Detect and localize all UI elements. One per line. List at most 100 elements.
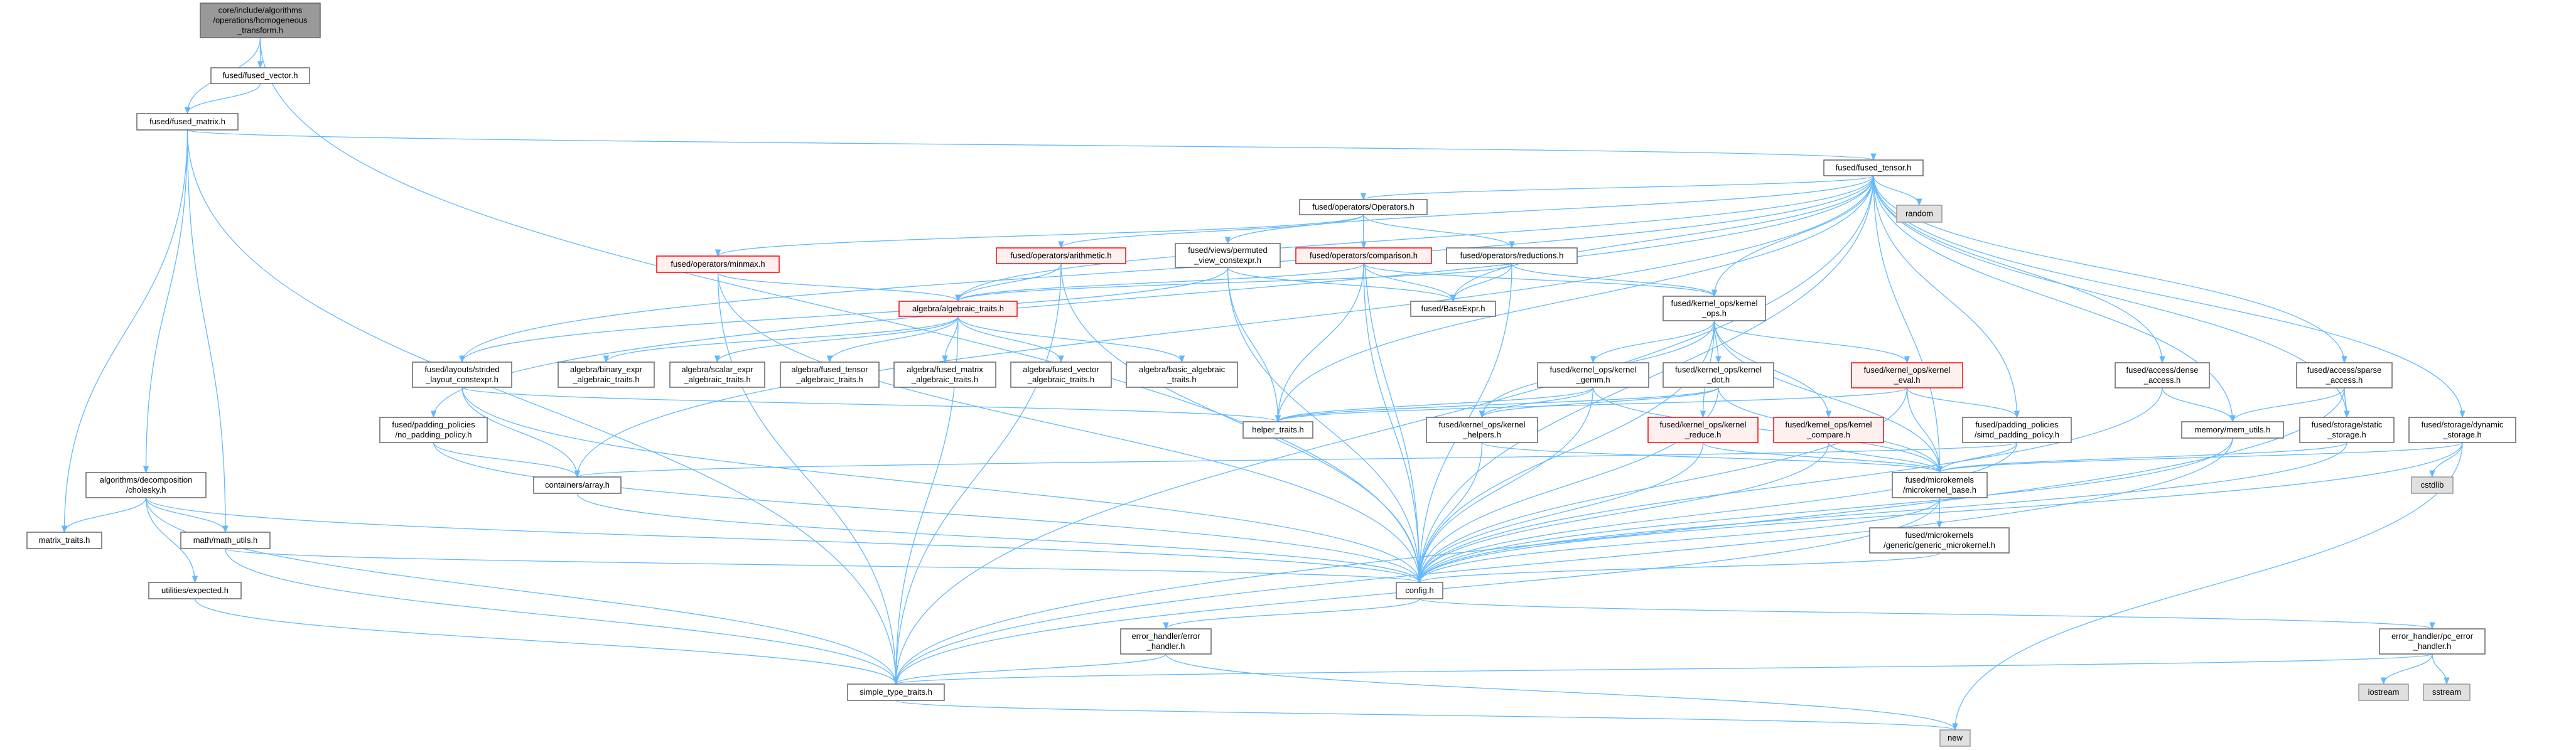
node-errh[interactable]: error_handler/error_handler.h <box>1120 628 1212 655</box>
node-khelp[interactable]: fused/kernel_ops/kernel_helpers.h <box>1426 417 1538 443</box>
node-static[interactable]: fused/storage/static_storage.h <box>2299 417 2395 443</box>
edge-dynamic-to-ukbase <box>1937 442 2463 474</box>
node-ops[interactable]: fused/operators/Operators.h <box>1299 199 1428 215</box>
edge-ften-to-ukbase <box>1873 175 1943 474</box>
node-box <box>1869 527 2010 554</box>
edge-mem-to-config <box>1416 437 2233 584</box>
edge-ften-to-kops <box>1711 175 1874 297</box>
edge-kcomp-to-ukbase <box>1828 442 1943 474</box>
node-label: fused/operators/comparison.h <box>1310 251 1418 260</box>
node-label: _ops.h <box>1701 309 1727 318</box>
node-arith[interactable]: fused/operators/arithmetic.h <box>996 247 1126 264</box>
node-abasic[interactable]: algebra/basic_algebraic_traits.h <box>1126 362 1238 388</box>
edge-khelp-to-config <box>1416 442 1483 584</box>
edge-chol-to-mathu <box>145 497 229 533</box>
edge-fmat-to-mathu <box>186 129 229 533</box>
edge-ops-to-red <box>1362 214 1515 249</box>
node-iostream: iostream <box>2358 683 2409 701</box>
edge-fmat-to-mtraits <box>61 129 188 533</box>
node-kred[interactable]: fused/kernel_ops/kernel_reduce.h <box>1647 417 1759 443</box>
node-afmat[interactable]: algebra/fused_matrix_algebraic_traits.h <box>893 362 996 388</box>
node-scalexpr[interactable]: algebra/scalar_expr_algebraic_traits.h <box>669 362 765 388</box>
node-binexpr[interactable]: algebra/binary_expr_algebraic_traits.h <box>558 362 655 388</box>
node-arr[interactable]: containers/array.h <box>533 476 622 494</box>
node-box <box>1175 243 1281 268</box>
node-label: algebra/fused_tensor <box>791 365 868 374</box>
node-box <box>1126 362 1238 388</box>
edge-root-to-config <box>259 37 1423 584</box>
edge-ops-to-arith <box>1058 214 1364 249</box>
edge-nopad-to-config <box>433 442 1423 584</box>
node-box <box>136 113 239 131</box>
edge-dot-to-khelp <box>1479 387 1719 419</box>
node-sparse[interactable]: fused/access/sparse_access.h <box>2296 362 2393 388</box>
node-ukbase[interactable]: fused/microkernels/microkernel_base.h <box>1892 472 1988 498</box>
node-red[interactable]: fused/operators/reductions.h <box>1446 247 1578 264</box>
edge-comp-to-algt <box>955 263 1364 303</box>
node-box <box>2115 362 2210 388</box>
node-chol[interactable]: algorithms/decomposition/cholesky.h <box>85 472 207 498</box>
edge-errh-to-new <box>1165 653 1958 731</box>
node-label: fused/kernel_ops/kernel <box>1671 299 1757 308</box>
node-mem[interactable]: memory/mem_utils.h <box>2181 421 2284 439</box>
node-stt[interactable]: simple_type_traits.h <box>847 683 945 701</box>
edge-ften-to-mem <box>1873 175 2236 423</box>
node-label: helper_traits.h <box>1252 425 1303 434</box>
node-config[interactable]: config.h <box>1396 582 1443 599</box>
node-box <box>656 255 780 273</box>
node-box <box>1939 729 1971 747</box>
edge-comp-to-kops <box>1363 263 1717 297</box>
edge-khelp-to-ukbase <box>1481 442 1943 474</box>
node-ften[interactable]: fused/fused_tensor.h <box>1823 159 1924 176</box>
node-label: fused/kernel_ops/kernel <box>1659 420 1746 429</box>
node-perm[interactable]: fused/views/permuted_view_constexpr.h <box>1175 243 1281 268</box>
node-mathu[interactable]: math/math_utils.h <box>180 532 271 549</box>
edge-dense-to-config <box>1416 387 2163 584</box>
node-label: _helpers.h <box>1462 430 1501 439</box>
node-fmat[interactable]: fused/fused_matrix.h <box>136 113 239 131</box>
node-simd[interactable]: fused/padding_policies/simd_padding_poli… <box>1962 417 2072 443</box>
node-box <box>1242 421 1313 439</box>
node-box <box>1410 301 1496 317</box>
node-generic[interactable]: fused/microkernels/generic/generic_micro… <box>1869 527 2010 554</box>
node-dense[interactable]: fused/access/dense_access.h <box>2115 362 2210 388</box>
node-label: /microkernel_base.h <box>1903 485 1976 495</box>
node-strided[interactable]: fused/layouts/strided_layout_constexpr.h <box>412 362 512 388</box>
node-gemm[interactable]: fused/kernel_ops/kernel_gemm.h <box>1537 362 1649 388</box>
edge-config-to-errh <box>1163 598 1420 630</box>
edge-dynamic-to-cstdlib <box>2429 442 2463 478</box>
node-mtraits[interactable]: matrix_traits.h <box>26 532 102 549</box>
node-kcomp[interactable]: fused/kernel_ops/kernel_compare.h <box>1773 417 1884 443</box>
edge-perm-to-strided <box>459 267 1229 363</box>
node-label: fused/kernel_ops/kernel <box>1863 365 1950 375</box>
node-label: fused/kernel_ops/kernel <box>1675 365 1762 375</box>
node-minmax[interactable]: fused/operators/minmax.h <box>656 255 780 273</box>
node-box <box>1446 247 1578 264</box>
edge-dense-to-mem <box>2162 387 2236 423</box>
node-box <box>2411 476 2454 494</box>
node-algt[interactable]: algebra/algebraic_traits.h <box>898 301 1018 317</box>
node-cstdlib: cstdlib <box>2411 476 2454 494</box>
edge-ften-to-strided <box>459 175 1874 363</box>
node-box <box>2299 417 2395 443</box>
node-layer: core/include/algorithms/operations/homog… <box>26 3 2516 747</box>
node-box <box>148 582 242 599</box>
node-aften[interactable]: algebra/fused_tensor_algebraic_traits.h <box>780 362 880 388</box>
node-label: cstdlib <box>2421 480 2444 490</box>
node-dynamic[interactable]: fused/storage/dynamic_storage.h <box>2408 417 2516 443</box>
edge-config-to-pcerr <box>1419 598 2435 630</box>
node-box <box>996 247 1126 264</box>
node-afvec[interactable]: algebra/fused_vector_algebraic_traits.h <box>1010 362 1112 388</box>
node-nopad[interactable]: fused/padding_policies/no_padding_policy… <box>379 417 488 443</box>
node-dot[interactable]: fused/kernel_ops/kernel_dot.h <box>1663 362 1774 388</box>
node-fvec[interactable]: fused/fused_vector.h <box>210 67 310 84</box>
edge-kcomp-to-config <box>1416 442 1830 584</box>
node-helper[interactable]: helper_traits.h <box>1242 421 1313 439</box>
node-expected[interactable]: utilities/expected.h <box>148 582 242 599</box>
node-eval[interactable]: fused/kernel_ops/kernel_eval.h <box>1851 362 1963 388</box>
node-base[interactable]: fused/BaseExpr.h <box>1410 301 1496 317</box>
node-comp[interactable]: fused/operators/comparison.h <box>1295 247 1432 264</box>
edge-chol-to-mtraits <box>61 497 147 533</box>
node-kops[interactable]: fused/kernel_ops/kernel_ops.h <box>1663 296 1766 321</box>
node-pcerr[interactable]: error_handler/pc_error_handler.h <box>2379 628 2486 655</box>
